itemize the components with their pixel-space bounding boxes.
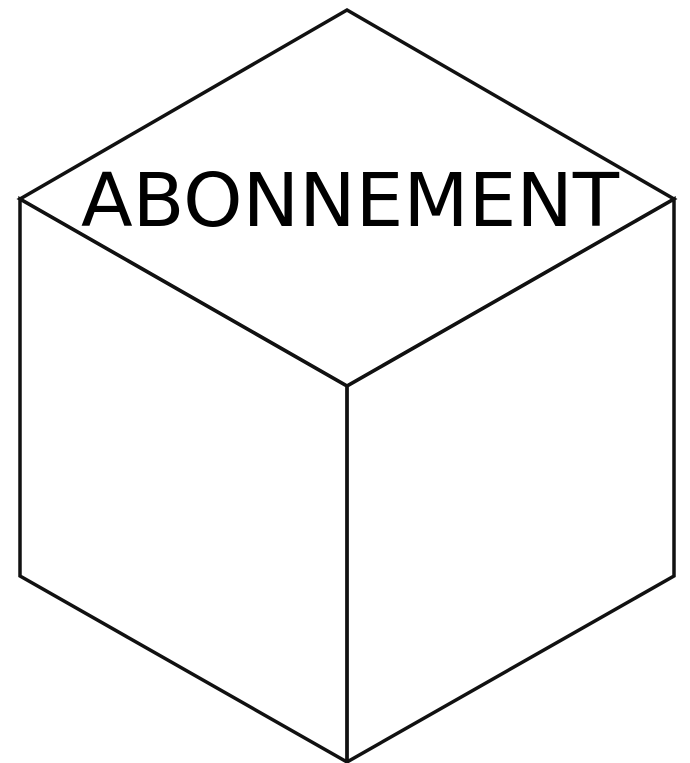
cube-left-face <box>18 195 349 763</box>
cube-right-face <box>345 195 676 763</box>
cube-top-label: ABONNEMENT <box>81 158 620 244</box>
cube-outline <box>16 7 678 763</box>
